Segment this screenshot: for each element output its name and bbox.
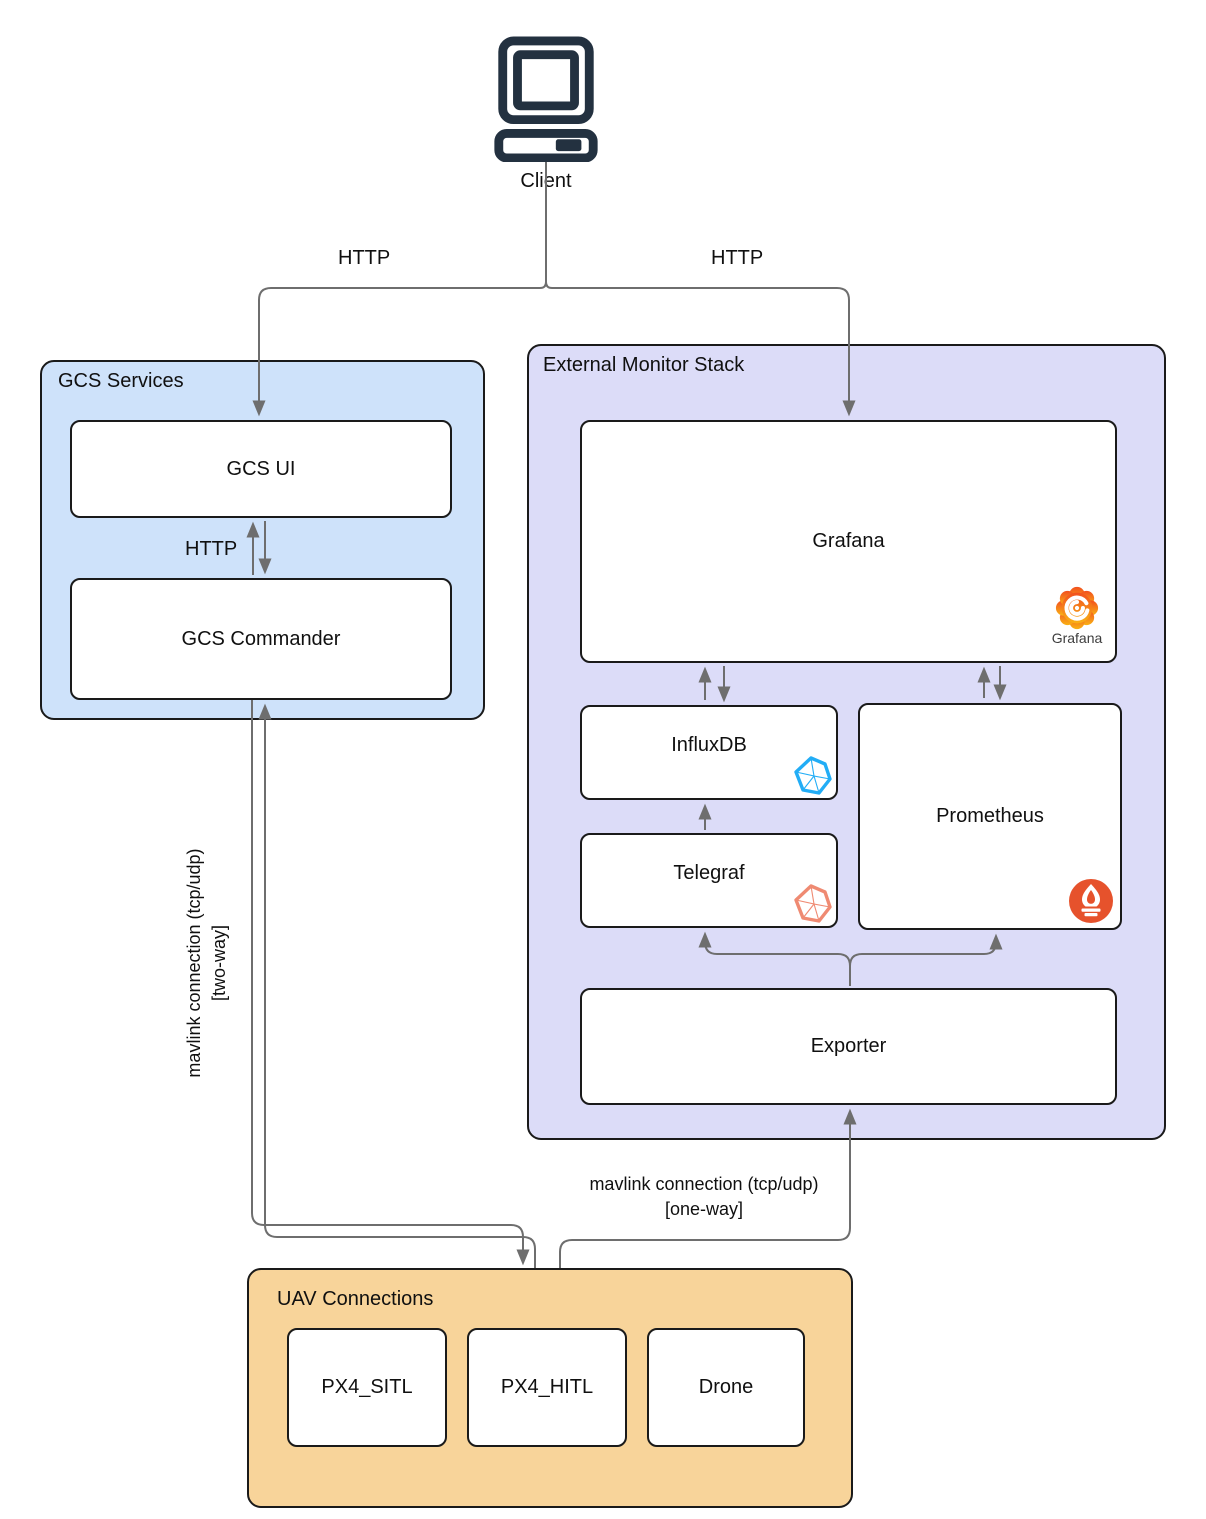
node-label-influxdb: InfluxDB bbox=[671, 734, 747, 756]
node-grafana: Grafana bbox=[580, 420, 1117, 663]
edge-commander-to-uav bbox=[251, 700, 530, 1266]
node-label-exporter: Exporter bbox=[810, 1035, 887, 1057]
edge-label-http-internal: HTTP bbox=[185, 538, 238, 560]
grafana-flame-icon bbox=[1055, 586, 1099, 630]
edge-uav-to-commander bbox=[258, 703, 536, 1268]
mavlink-two-way-line2: [two-way] bbox=[209, 924, 229, 1002]
node-telegraf: Telegraf bbox=[580, 833, 838, 928]
telegraf-icon bbox=[794, 884, 832, 923]
node-label-px4-sitl: PX4_SITL bbox=[321, 1376, 413, 1398]
node-gcs-commander: GCS Commander bbox=[70, 578, 452, 700]
mavlink-one-way-line2: [one-way] bbox=[664, 1199, 744, 1219]
node-label-gcs-commander: GCS Commander bbox=[181, 627, 341, 650]
node-label-gcs-ui: GCS UI bbox=[226, 457, 296, 480]
group-title-external-monitor-stack: External Monitor Stack bbox=[543, 354, 745, 376]
prometheus-icon bbox=[1069, 879, 1113, 923]
edge-label-mavlink-two-way: mavlink connection (tcp/udp) [two-way] bbox=[182, 803, 232, 1123]
mavlink-one-way-line1: mavlink connection (tcp/udp) bbox=[589, 1174, 819, 1194]
grafana-wordmark: Grafana bbox=[1051, 630, 1103, 646]
node-drone: Drone bbox=[647, 1328, 805, 1447]
node-label-px4-hitl: PX4_HITL bbox=[500, 1376, 594, 1398]
edge-label-mavlink-one-way: mavlink connection (tcp/udp) [one-way] bbox=[554, 1172, 854, 1222]
grafana-logo: Grafana bbox=[1044, 584, 1110, 646]
influxdb-icon bbox=[794, 756, 832, 795]
edge-label-http-right: HTTP bbox=[711, 247, 764, 269]
node-exporter: Exporter bbox=[580, 988, 1117, 1105]
node-px4-hitl: PX4_HITL bbox=[467, 1328, 627, 1447]
node-gcs-ui: GCS UI bbox=[70, 420, 452, 518]
node-label-grafana: Grafana bbox=[812, 530, 885, 552]
group-title-gcs-services: GCS Services bbox=[58, 370, 184, 392]
node-label-telegraf: Telegraf bbox=[673, 862, 745, 884]
edge-label-http-left: HTTP bbox=[338, 247, 391, 269]
node-prometheus: Prometheus bbox=[858, 703, 1122, 930]
node-influxdb: InfluxDB bbox=[580, 705, 838, 800]
node-label-prometheus: Prometheus bbox=[936, 805, 1044, 827]
node-px4-sitl: PX4_SITL bbox=[287, 1328, 447, 1447]
node-label-drone: Drone bbox=[698, 1376, 754, 1398]
client-computer-icon bbox=[494, 36, 598, 162]
mavlink-two-way-line1: mavlink connection (tcp/udp) bbox=[184, 848, 204, 1078]
client-label: Client bbox=[520, 170, 572, 192]
group-title-uav-connections: UAV Connections bbox=[277, 1288, 434, 1310]
